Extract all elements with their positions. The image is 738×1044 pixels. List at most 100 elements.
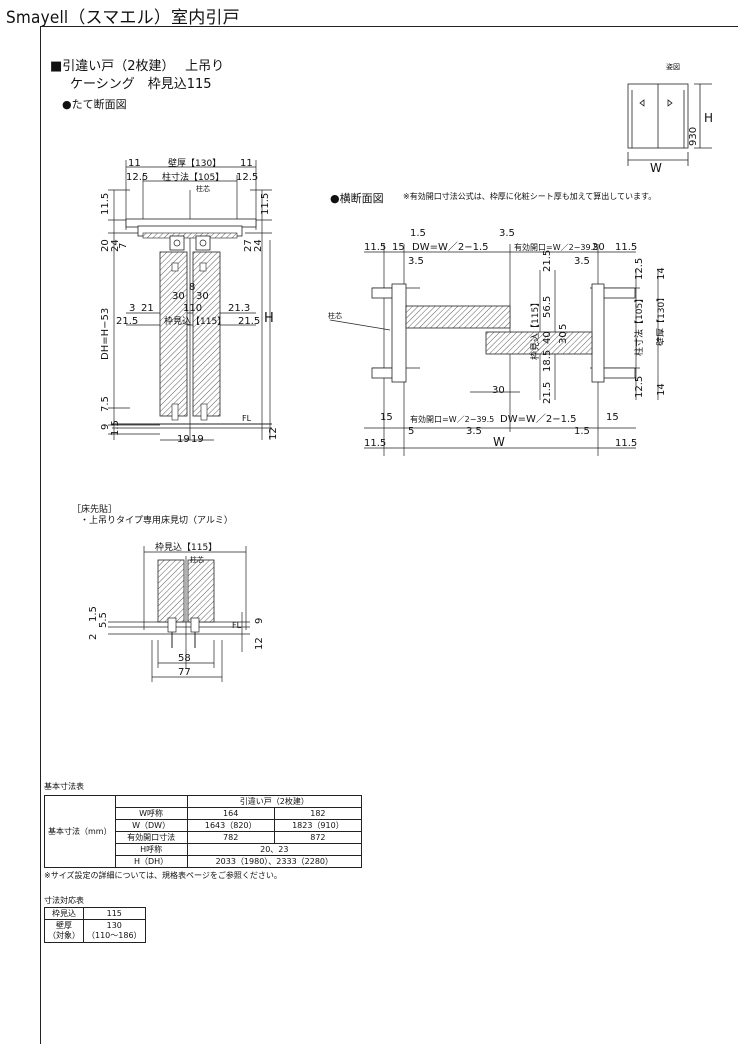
h-dim-11-5-tl: 11.5 bbox=[364, 242, 386, 253]
h-dim-21-5-bottom: 21.5 bbox=[542, 382, 553, 404]
floor-fl-label: FL bbox=[232, 621, 242, 630]
h-dim-18-5: 18.5 bbox=[542, 350, 553, 372]
dim-12-5-right-text: 12.5 bbox=[236, 172, 258, 183]
elevation-h-label: H bbox=[704, 111, 713, 125]
dim-110: 110 bbox=[183, 303, 202, 314]
dim-9: 9 bbox=[100, 424, 111, 430]
h-dim-30-v: 30 bbox=[558, 331, 569, 344]
dim-21: 21 bbox=[141, 303, 154, 314]
row-w-nominal-label: W呼称 bbox=[114, 807, 188, 820]
dim-11-5-left: 11.5 bbox=[100, 193, 111, 215]
compat-wall-label: 壁厚 （対象） bbox=[44, 919, 84, 943]
h-w-label: W bbox=[493, 435, 505, 449]
floor-dim-58: 58 bbox=[178, 653, 191, 664]
dim-11-5-right: 11.5 bbox=[260, 193, 271, 215]
h-dim-21-5-top: 21.5 bbox=[542, 250, 553, 272]
row-h-dh-value: 2033（1980）、2333（2280） bbox=[186, 855, 363, 868]
h-dim-30: 30 bbox=[492, 385, 505, 396]
h-dim-3-5-top: 3.5 bbox=[499, 228, 515, 239]
elevation-930: 930 bbox=[688, 127, 699, 146]
floor-dim-1-5: 1.5 bbox=[88, 606, 99, 622]
column-size-label: 柱寸法【105】 bbox=[162, 171, 224, 183]
dim-12-5-left: 12.5 bbox=[126, 172, 148, 183]
h-open-top: 有効開口=W／2−39.5 bbox=[514, 242, 598, 252]
h-dim-11-5-tr: 11.5 bbox=[615, 242, 637, 253]
row-w-dw-label: W（DW） bbox=[114, 819, 188, 832]
dim-top-11-right: 11 bbox=[240, 158, 253, 169]
dim-19-left: 19 bbox=[177, 434, 190, 445]
dim-20-left: 20 bbox=[100, 239, 111, 252]
compat-wall-value-b: （110〜186） bbox=[87, 931, 142, 940]
floor-frame-depth: 枠見込【115】 bbox=[155, 541, 217, 553]
h-dim-11-5-br: 11.5 bbox=[615, 438, 637, 449]
compat-wall-value: 130 （110〜186） bbox=[83, 919, 146, 943]
wall-thickness-label: 壁厚【130】 bbox=[168, 157, 221, 169]
floor-dim-12: 12 bbox=[254, 637, 265, 650]
compat-frame-value: 115 bbox=[83, 907, 146, 920]
compat-table: 枠見込 115 壁厚 （対象） 130 （110〜186） bbox=[44, 907, 146, 943]
column-center-label: 柱芯 bbox=[196, 184, 210, 193]
basic-table-note: ※サイズ設定の詳細については、規格表ページをご参照ください。 bbox=[44, 871, 282, 880]
elevation-caption: 姿図 bbox=[666, 62, 680, 71]
vertical-section-heading: ●たて断面図 bbox=[62, 98, 127, 111]
h-dim-20: 20 bbox=[592, 242, 605, 253]
dh-label: DH=H−53 bbox=[100, 308, 111, 360]
h-dim-3-5-l: 3.5 bbox=[408, 256, 424, 267]
h-dim-3-5-r: 3.5 bbox=[574, 256, 590, 267]
h-dim-40: 40 bbox=[542, 331, 553, 344]
horizontal-section-note: ※有効開口寸法公式は、枠厚に化粧シート厚も加えて算出しています。 bbox=[403, 192, 657, 201]
spec-line-2: ケーシング 枠見込115 bbox=[70, 77, 212, 92]
dim-19-right: 19 bbox=[191, 434, 204, 445]
row-opening-c1: 782 bbox=[186, 831, 275, 844]
compat-wall-value-a: 130 bbox=[106, 921, 122, 930]
row-w-dw-c2: 1823（910） bbox=[273, 819, 363, 832]
elevation-w-label: W bbox=[650, 161, 662, 175]
row-w-nominal-c2: 182 bbox=[273, 807, 363, 820]
dim-7: 7 bbox=[118, 243, 129, 249]
h-column: 柱寸法【105】 bbox=[633, 294, 645, 356]
horizontal-section-drawing: 1.5 3.5 11.5 15 DW=W／2−1.5 有効開口=W／2−39.5… bbox=[328, 228, 664, 456]
compat-wall-label-a: 壁厚 bbox=[56, 921, 72, 930]
floor-detail-drawing: 枠見込【115】 柱芯 FL 1.5 5.5 2 9 12 58 77 bbox=[88, 541, 265, 682]
floor-dim-77: 77 bbox=[178, 667, 191, 678]
dim-7-5: 7.5 bbox=[100, 396, 111, 412]
h-dw-bottom: DW=W／2−1.5 bbox=[500, 413, 577, 425]
dim-12-right: 12 bbox=[268, 427, 279, 440]
compat-frame-label: 枠見込 bbox=[44, 907, 84, 920]
compat-wall-label-b: （対象） bbox=[48, 931, 80, 940]
h-frame-depth: 枠見込【115】 bbox=[529, 298, 541, 360]
fl-label: FL bbox=[242, 414, 252, 423]
h-dim-11-5-bl: 11.5 bbox=[364, 438, 386, 449]
h-dim-1-5-top: 1.5 bbox=[410, 228, 426, 239]
h-center-label: 柱芯 bbox=[328, 311, 342, 320]
row-h-nominal-label: H呼称 bbox=[114, 843, 188, 856]
floor-center-label: 柱芯 bbox=[190, 555, 204, 564]
compat-table-title: 寸法対応表 bbox=[44, 896, 84, 905]
page-title: Smayell（スマエル）室内引戸 bbox=[6, 8, 240, 28]
h-label: H bbox=[264, 311, 274, 326]
h-dim-5: 5 bbox=[408, 426, 414, 437]
basic-table-title: 基本寸法表 bbox=[44, 782, 84, 791]
dim-30-left: 30 bbox=[172, 291, 185, 302]
dim-3: 3 bbox=[129, 303, 135, 314]
row-w-nominal-c1: 164 bbox=[186, 807, 275, 820]
h-wall: 壁厚【130】 bbox=[655, 293, 664, 346]
horizontal-section-heading: ●横断面図 bbox=[330, 192, 384, 205]
dim-1-5: 1.5 bbox=[110, 420, 121, 436]
sheet-frame bbox=[40, 26, 738, 1044]
h-dim-15-bl: 15 bbox=[380, 412, 393, 423]
h-dim-5-v: 5 bbox=[558, 324, 569, 330]
basic-dimension-table: 基本寸法（mm） 引違い戸（2枚建） W呼称 164 182 W（DW） 164… bbox=[44, 795, 363, 868]
row-h-dh-label: H（DH） bbox=[114, 855, 188, 868]
basic-table-group: 基本寸法（mm） bbox=[44, 795, 116, 868]
h-dim-12-5-bottom: 12.5 bbox=[634, 376, 645, 398]
elevation-sketch: 姿図 W H 930 bbox=[627, 62, 713, 175]
dim-21-3: 21.3 bbox=[228, 303, 250, 314]
dim-top-11-left: 11 bbox=[128, 158, 141, 169]
dim-27-right: 27 bbox=[243, 239, 254, 252]
vertical-section-drawing: 11 11 壁厚【130】 12.5 柱寸法【105】 12.5 柱寸法【105… bbox=[100, 157, 279, 445]
h-dim-12-5-top: 12.5 bbox=[634, 258, 645, 280]
basic-table-header: 引違い戸（2枚建） bbox=[186, 795, 363, 808]
h-dim-1-5-b: 1.5 bbox=[574, 426, 590, 437]
row-opening-c2: 872 bbox=[273, 831, 363, 844]
